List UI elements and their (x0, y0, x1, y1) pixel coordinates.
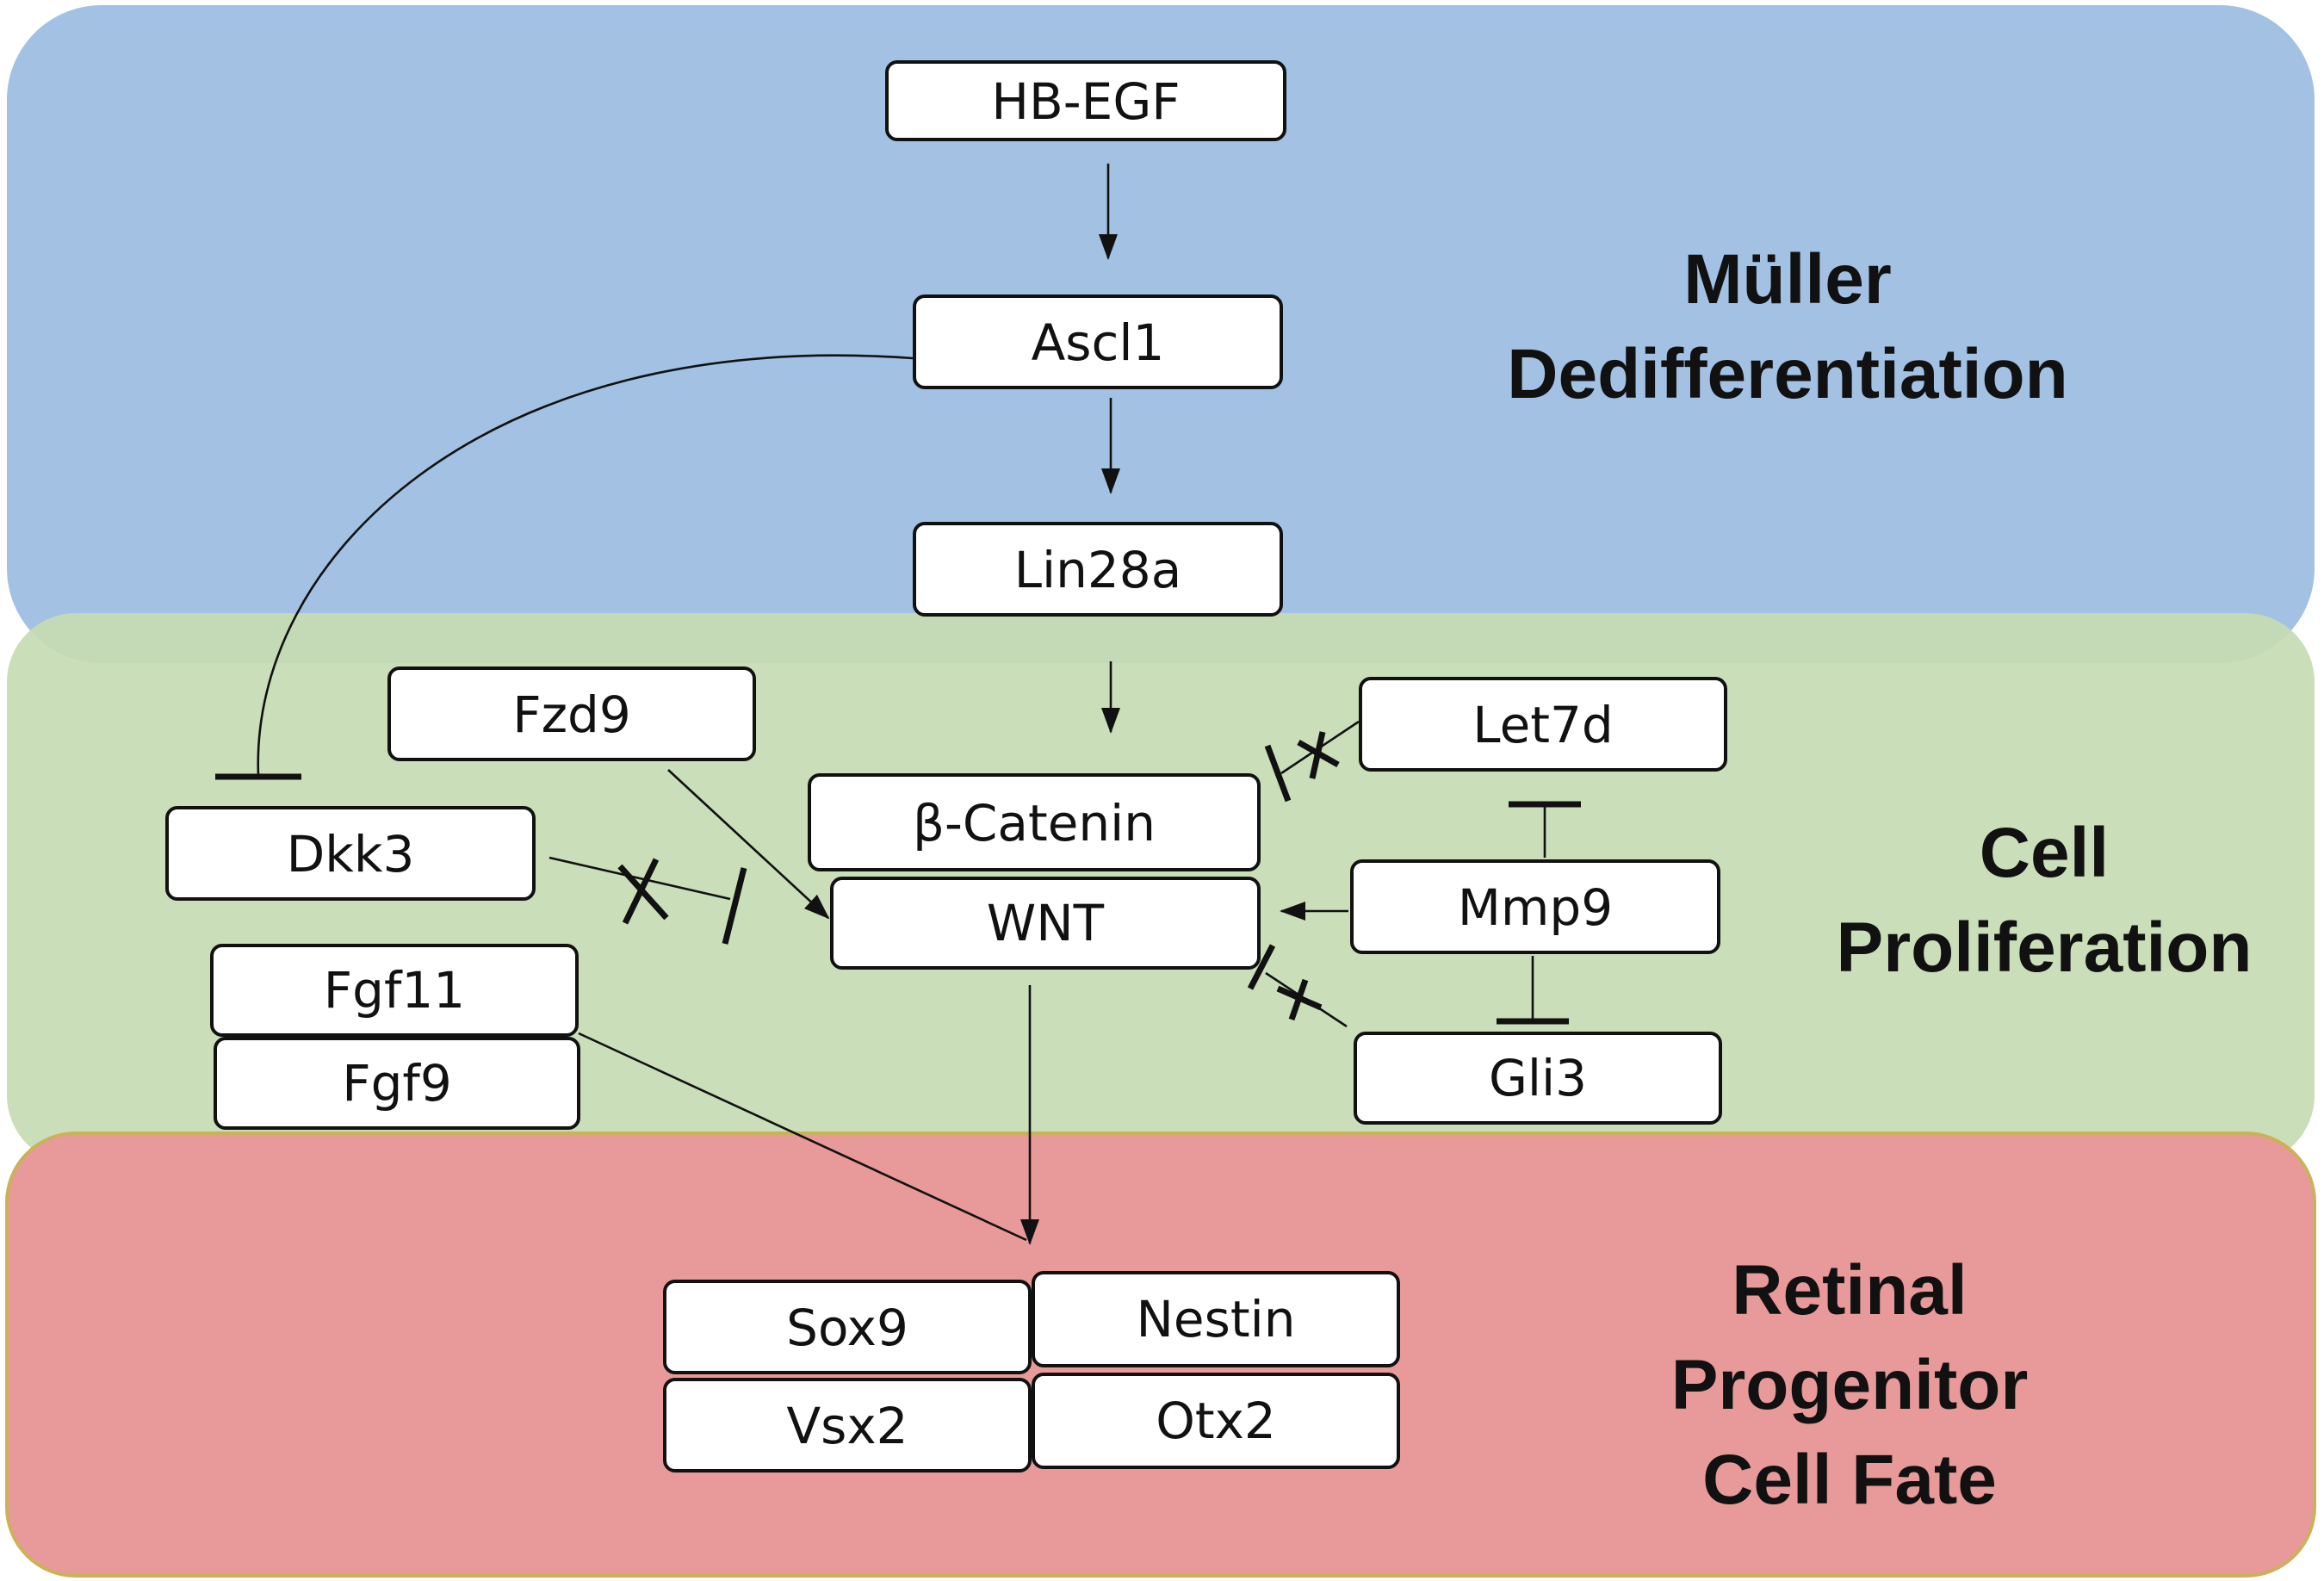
section-label-dedifferentiation-line1: Müller (1683, 240, 1891, 319)
node-label-fgf9: Fgf9 (342, 1054, 452, 1113)
node-fgf9: Fgf9 (214, 1037, 580, 1130)
section-label-fate-line3: Cell Fate (1702, 1441, 1997, 1519)
node-dkk3: Dkk3 (165, 806, 536, 901)
section-label-proliferation-line1: Cell (1980, 814, 2109, 892)
node-label-nestin: Nestin (1137, 1290, 1296, 1348)
node-otx2: Otx2 (1032, 1373, 1400, 1469)
edge-fgf9-to-rpc-markers (578, 1032, 1027, 1242)
node-label-sox9: Sox9 (786, 1299, 908, 1357)
block-cross-gli3-b (1288, 978, 1309, 1021)
node-label-fzd9: Fzd9 (512, 685, 631, 744)
node-label-otx2: Otx2 (1156, 1392, 1276, 1450)
inhibition-bar-bcatenin (1264, 744, 1292, 803)
inhibition-bar-wnt-from-dkk3 (722, 867, 747, 945)
node-mmp9: Mmp9 (1350, 859, 1720, 954)
node-hbegf: HB-EGF (885, 60, 1286, 141)
node-ascl1: Ascl1 (913, 294, 1283, 389)
node-label-vsx2: Vsx2 (786, 1397, 908, 1455)
node-label-bcatenin: β-Catenin (913, 794, 1156, 852)
node-gli3: Gli3 (1354, 1032, 1722, 1125)
node-let7d: Let7d (1359, 677, 1727, 772)
block-cross-let7d-b (1309, 731, 1326, 779)
node-label-wnt: WNT (987, 894, 1105, 952)
block-cross-dkk3-b (622, 858, 660, 925)
node-lin28a: Lin28a (913, 522, 1283, 617)
section-label-fate-line1: Retinal (1732, 1251, 1967, 1330)
section-label-fate-line2: Progenitor (1671, 1346, 2029, 1424)
section-label-proliferation-line2: Proliferation (1837, 908, 2253, 987)
node-label-mmp9: Mmp9 (1458, 878, 1613, 937)
node-label-let7d: Let7d (1472, 696, 1613, 754)
node-fgf11: Fgf11 (210, 944, 579, 1037)
node-nestin: Nestin (1032, 1271, 1400, 1367)
node-fzd9: Fzd9 (387, 666, 756, 761)
node-label-hbegf: HB-EGF (991, 72, 1180, 131)
edge-fzd9-to-wnt (667, 769, 830, 920)
section-label-dedifferentiation-line2: Dedifferentiation (1507, 335, 2067, 413)
edge-ascl1-inhibits-dkk3 (257, 354, 914, 776)
node-label-dkk3: Dkk3 (287, 825, 415, 884)
node-label-ascl1: Ascl1 (1032, 313, 1165, 372)
node-label-fgf11: Fgf11 (324, 961, 465, 1020)
node-label-gli3: Gli3 (1489, 1049, 1587, 1107)
node-sox9: Sox9 (663, 1280, 1032, 1374)
inhibition-bar-wnt-from-gli3 (1247, 944, 1276, 990)
node-label-lin28a: Lin28a (1014, 541, 1182, 599)
edge-dkk3-inhibits-wnt (548, 856, 731, 901)
node-bcatenin: β-Catenin (808, 773, 1261, 871)
node-vsx2: Vsx2 (663, 1378, 1032, 1472)
node-wnt: WNT (830, 877, 1261, 970)
